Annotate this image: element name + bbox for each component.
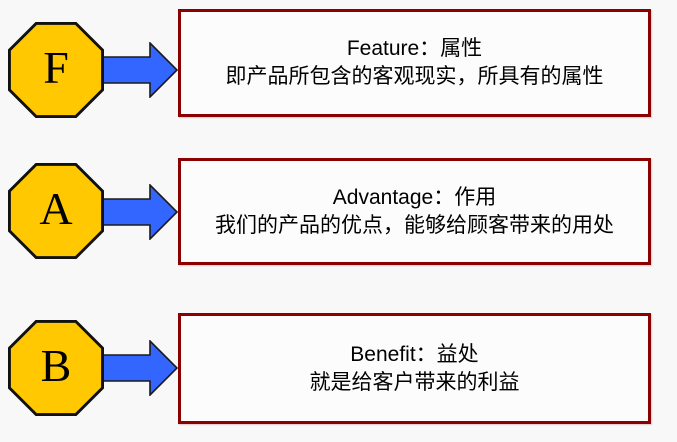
octagon-benefit: B — [8, 320, 104, 416]
octagon-feature: F — [8, 22, 104, 118]
arrow-right-icon — [100, 184, 178, 240]
arrow-right-icon — [100, 340, 178, 396]
advantage-heading: Advantage：作用 — [332, 185, 497, 209]
octagon-letter-b: B — [40, 340, 72, 392]
benefit-box: Benefit：益处 就是给客户带来的利益 — [178, 313, 651, 424]
octagon-letter-f: F — [43, 42, 69, 94]
octagon-shape-icon — [8, 22, 104, 118]
feature-description: 即产品所包含的客观现实，所具有的属性 — [225, 65, 604, 88]
feature-heading: Feature：属性 — [346, 37, 483, 60]
advantage-description: 我们的产品的优点，能够给顾客带来的用处 — [215, 213, 614, 237]
feature-box: Feature：属性 即产品所包含的客观现实，所具有的属性 — [178, 9, 651, 117]
benefit-description: 就是给客户带来的利益 — [309, 370, 520, 394]
octagon-advantage: A — [8, 163, 104, 259]
benefit-heading: Benefit：益处 — [350, 342, 479, 366]
advantage-box: Advantage：作用 我们的产品的优点，能够给顾客带来的用处 — [178, 158, 651, 265]
octagon-letter-a: A — [39, 183, 73, 235]
octagon-shape-icon — [8, 320, 104, 416]
octagon-shape-icon — [8, 163, 104, 259]
arrow-right-icon — [100, 42, 178, 98]
